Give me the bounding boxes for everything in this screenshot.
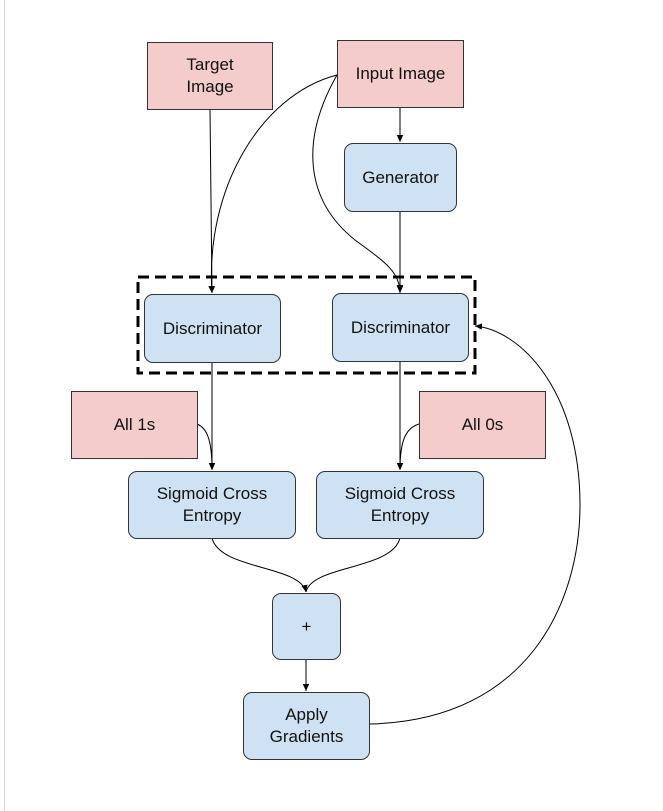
input-image-node: Input Image bbox=[337, 40, 464, 108]
left-page-rule bbox=[4, 0, 5, 811]
generator-node: Generator bbox=[344, 143, 457, 212]
edge-all-ones-to-loss-real bbox=[196, 423, 216, 471]
all-zeros-node: All 0s bbox=[419, 391, 546, 459]
sum-node: + bbox=[272, 593, 341, 660]
edge-all-zeros-to-loss-fake bbox=[396, 423, 420, 471]
discriminator-real-node: Discriminator bbox=[144, 294, 281, 363]
all-ones-node: All 1s bbox=[71, 391, 198, 459]
loss-fake-node: Sigmoid Cross Entropy bbox=[316, 471, 484, 539]
edge-input-to-discriminator-fake bbox=[312, 74, 404, 294]
target-image-node: Target Image bbox=[147, 42, 273, 110]
loss-real-node: Sigmoid Cross Entropy bbox=[128, 471, 296, 539]
edge-apply-gradients-to-discriminator-fake bbox=[369, 323, 581, 725]
apply-gradients-node: Apply Gradients bbox=[243, 692, 370, 760]
discriminator-fake-node: Discriminator bbox=[332, 293, 469, 362]
edge-loss-real-to-sum bbox=[211, 537, 308, 593]
edge-input-to-discriminator-real bbox=[208, 74, 338, 294]
edge-loss-fake-to-sum bbox=[305, 537, 401, 593]
